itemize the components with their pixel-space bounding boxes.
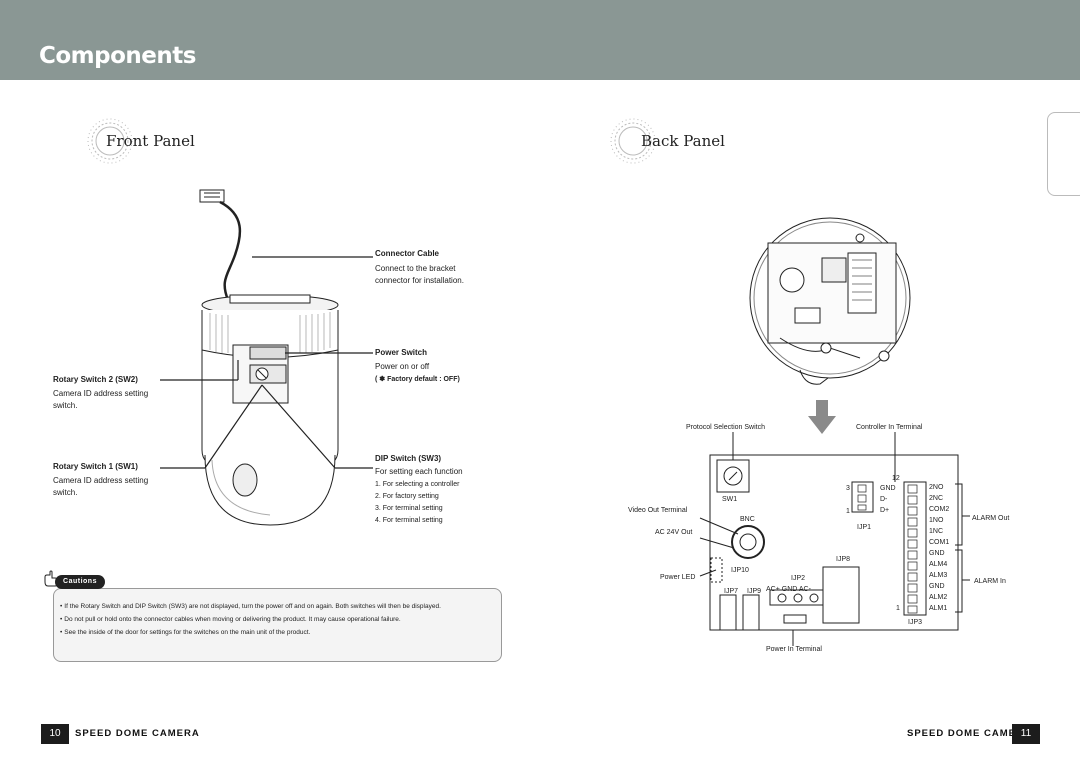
dip-switch-item-2: 2. For factory setting bbox=[375, 493, 439, 500]
right-page-label: SPEED DOME CAMERA bbox=[907, 728, 1032, 739]
down-arrow-icon bbox=[808, 400, 836, 434]
back-panel-board-diagram bbox=[699, 432, 970, 646]
rotary-switch-1-desc-1: Camera ID address setting bbox=[53, 476, 149, 485]
dip-switch-desc: For setting each function bbox=[375, 467, 463, 476]
power-pins-label: AC+ GND AC- bbox=[766, 586, 811, 593]
alarm-out-label: ALARM Out bbox=[972, 515, 1010, 522]
ijp3-pin: ALM4 bbox=[929, 561, 948, 568]
ijp3-pin: ALM2 bbox=[929, 594, 948, 601]
ijp3-pin: COM1 bbox=[929, 539, 950, 546]
header-bar bbox=[0, 0, 1080, 80]
ijp3-pin: GND bbox=[929, 550, 945, 557]
rotary-switch-2-desc-1: Camera ID address setting bbox=[53, 389, 149, 398]
dip-switch-item-4: 4. For terminal setting bbox=[375, 517, 443, 524]
connector-cable-desc-2: connector for installation. bbox=[375, 276, 464, 285]
power-switch-note: ( ✽ Factory default : OFF) bbox=[375, 376, 460, 383]
front-panel-emblem-icon bbox=[87, 118, 133, 164]
left-page-number: 10 bbox=[41, 724, 69, 744]
power-in-terminal-label: Power In Terminal bbox=[766, 646, 822, 653]
left-page-label: SPEED DOME CAMERA bbox=[75, 728, 200, 739]
dip-switch-item-3: 3. For terminal setting bbox=[375, 505, 443, 512]
dip-switch-item-1: 1. For selecting a controller bbox=[375, 481, 460, 488]
video-out-terminal-label: Video Out Terminal bbox=[628, 507, 688, 514]
ijp9-label: IJP9 bbox=[747, 588, 762, 595]
connector-cable-desc-1: Connect to the bracket bbox=[375, 264, 456, 273]
ijp3-num-bottom: 1 bbox=[896, 605, 900, 612]
ijp1-label: IJP1 bbox=[857, 524, 872, 531]
ijp3-pin: 2NC bbox=[929, 495, 944, 502]
cautions-tag: Cautions bbox=[55, 575, 105, 589]
ijp1-pin: GND bbox=[880, 485, 896, 492]
back-panel-emblem-icon bbox=[610, 118, 656, 164]
alarm-in-label: ALARM In bbox=[974, 578, 1006, 585]
caution-item: If the Rotary Switch and DIP Switch (SW3… bbox=[60, 601, 496, 613]
protocol-selection-switch-label: Protocol Selection Switch bbox=[686, 424, 765, 431]
ijp1-num-top: 3 bbox=[846, 485, 850, 492]
bnc-label: BNC bbox=[740, 516, 755, 523]
ijp3-pin: 1NC bbox=[929, 528, 944, 535]
page-title: Components bbox=[39, 43, 196, 69]
ijp3-pin: 1NO bbox=[929, 517, 944, 524]
dip-switch-title: DIP Switch (SW3) bbox=[375, 454, 442, 463]
ijp2-label: IJP2 bbox=[791, 575, 806, 582]
ijp1-num-bottom: 1 bbox=[846, 508, 850, 515]
connector-cable-title: Connector Cable bbox=[375, 249, 440, 258]
back-panel-title: Back Panel bbox=[641, 132, 725, 150]
ijp8-label: IJP8 bbox=[836, 556, 851, 563]
ijp3-pin: ALM1 bbox=[929, 605, 948, 612]
ijp3-num-top: 12 bbox=[892, 475, 900, 482]
ijp3-pin: COM2 bbox=[929, 506, 950, 513]
ijp3-pin: GND bbox=[929, 583, 945, 590]
hand-pointer-icon bbox=[44, 570, 58, 587]
ijp7-label: IJP7 bbox=[724, 588, 739, 595]
back-panel-housing-illustration bbox=[749, 217, 911, 385]
controller-in-terminal-label: Controller In Terminal bbox=[856, 424, 923, 431]
front-panel-title: Front Panel bbox=[106, 132, 195, 150]
ijp3-label: IJP3 bbox=[908, 619, 923, 626]
ijp1-pin: D- bbox=[880, 496, 888, 503]
ijp10-label: IJP10 bbox=[731, 567, 749, 574]
right-page-number: 11 bbox=[1012, 724, 1040, 744]
caution-item: Do not pull or hold onto the connector c… bbox=[60, 614, 496, 626]
front-panel-camera-illustration bbox=[160, 189, 373, 526]
rotary-switch-1-title: Rotary Switch 1 (SW1) bbox=[53, 462, 138, 471]
rotary-switch-1-desc-2: switch. bbox=[53, 488, 78, 497]
ijp1-pin: D+ bbox=[880, 507, 890, 514]
side-tab bbox=[1047, 112, 1080, 196]
rotary-switch-2-desc-2: switch. bbox=[53, 401, 78, 410]
ijp3-pin: 2NO bbox=[929, 484, 944, 491]
sw1-label: SW1 bbox=[722, 496, 738, 503]
ijp3-pin: ALM3 bbox=[929, 572, 948, 579]
power-switch-desc: Power on or off bbox=[375, 362, 430, 371]
power-led-label: Power LED bbox=[660, 574, 696, 581]
caution-item: See the inside of the door for settings … bbox=[60, 627, 496, 639]
rotary-switch-2-title: Rotary Switch 2 (SW2) bbox=[53, 375, 138, 384]
power-switch-title: Power Switch bbox=[375, 348, 428, 357]
ac24v-out-label: AC 24V Out bbox=[655, 529, 693, 536]
cautions-list: If the Rotary Switch and DIP Switch (SW3… bbox=[60, 601, 496, 640]
